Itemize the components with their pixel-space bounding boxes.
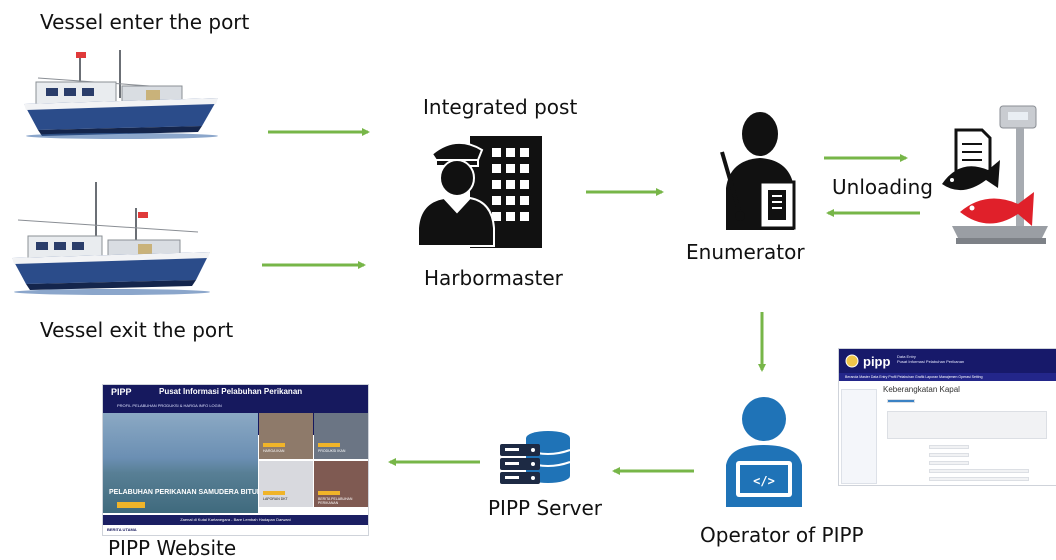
website-tile: LAPORAN DKT <box>259 461 313 507</box>
website-nav: PROFIL PELABUHAN PRODUKSI & HARGA INFO L… <box>117 403 222 408</box>
app-heading: Keberangkatan Kapal <box>883 385 960 394</box>
label-unloading: Unloading <box>832 175 933 199</box>
label-vessel-enter: Vessel enter the port <box>40 10 250 34</box>
vessel-exit-ship-icon <box>12 182 210 295</box>
app-form-field <box>887 399 915 403</box>
fish-scale-icon <box>942 105 1048 244</box>
website-logo: PIPP <box>111 387 132 397</box>
app-form-field <box>929 477 1029 481</box>
website-hero-caption: PELABUHAN PERIKANAN SAMUDERA BITUNG <box>109 489 268 496</box>
label-integrated-post: Integrated post <box>423 95 578 119</box>
harbormaster-icon <box>418 136 542 248</box>
enumerator-icon <box>720 112 796 230</box>
vessel-enter-ship-icon <box>24 50 218 139</box>
label-harbormaster: Harbormaster <box>424 266 563 290</box>
app-seal-icon <box>845 354 859 368</box>
website-title: Pusat Informasi Pelabuhan Perikanan <box>159 387 303 396</box>
app-form-field <box>929 469 1029 473</box>
pipp-website-screenshot: PIPP Pusat Informasi Pelabuhan Perikanan… <box>102 384 369 536</box>
website-tile: BERITA PELABUHAN PERIKANAN <box>314 461 368 507</box>
app-form-field <box>929 445 969 449</box>
label-enumerator: Enumerator <box>686 240 805 264</box>
website-hero-button <box>117 502 145 508</box>
label-pipp-website: PIPP Website <box>108 536 237 560</box>
label-operator: Operator of PIPP <box>700 523 864 547</box>
app-header <box>839 349 1056 373</box>
operator-icon: </> <box>726 397 802 507</box>
server-icon <box>500 431 571 484</box>
svg-text:</>: </> <box>753 474 775 488</box>
app-form-field <box>929 461 969 465</box>
app-logo: pipp <box>863 354 891 369</box>
app-sidebar <box>841 389 877 484</box>
website-strip: Zaenal di Kutai Kartanegara - Bare Lemba… <box>103 515 368 525</box>
app-form-field <box>887 411 1047 439</box>
label-vessel-exit: Vessel exit the port <box>40 318 234 342</box>
app-nav: Beranda Master Data Entry Profil Pelabuh… <box>839 373 1056 381</box>
website-news-heading: BERITA UTAMA <box>107 527 137 532</box>
pipp-app-screenshot: pipp Data Entry Pusat Informasi Pelabuha… <box>838 348 1056 486</box>
website-tile: HARGA IKAN <box>259 413 313 459</box>
app-subtitle: Data Entry Pusat Informasi Pelabuhan Per… <box>897 354 965 364</box>
website-tile: PRODUKSI IKAN <box>314 413 368 459</box>
website-hero-image <box>103 413 258 513</box>
app-form-field <box>929 453 969 457</box>
label-pipp-server: PIPP Server <box>488 496 603 520</box>
